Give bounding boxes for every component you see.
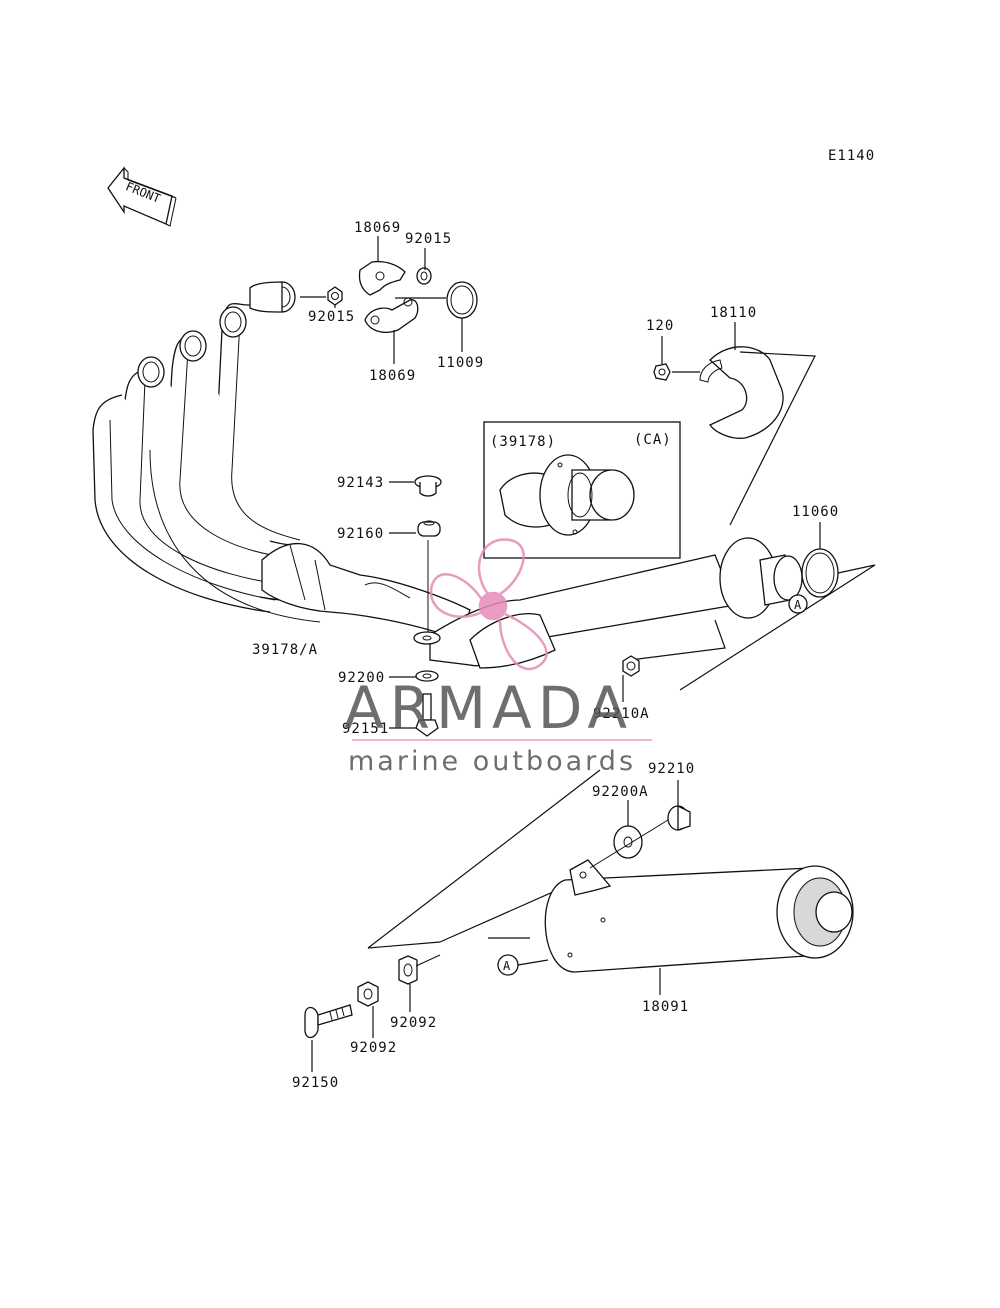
ref-mark-upper: A [794, 598, 802, 612]
label-92200: 92200 [338, 670, 385, 686]
ref-mark-lower: A [503, 959, 511, 973]
ca-variant-inset: (39178) (CA) [483, 421, 681, 559]
lower-mount-hardware [304, 954, 441, 1072]
label-11009: 11009 [437, 355, 484, 371]
label-11060: 11060 [792, 504, 839, 520]
label-92015-left: 92015 [308, 309, 355, 325]
label-18069-bottom: 18069 [369, 368, 416, 384]
label-39178A: 39178/A [252, 642, 318, 658]
nut-92210A [622, 655, 640, 702]
label-92160: 92160 [337, 526, 384, 542]
heat-shield-parts [653, 346, 816, 526]
flange-parts [300, 260, 478, 333]
diagram-code: E1140 [828, 148, 875, 164]
label-92210A: 92210A [593, 706, 650, 722]
label-92015-top: 92015 [405, 231, 452, 247]
label-18091: 18091 [642, 999, 689, 1015]
label-18110: 18110 [710, 305, 757, 321]
label-92092-left: 92092 [350, 1040, 397, 1056]
inset-variant-tag: (CA) [634, 432, 672, 448]
label-92210: 92210 [648, 761, 695, 777]
label-92143: 92143 [337, 475, 384, 491]
watermark-brand: ARMADA [344, 674, 633, 742]
propeller-logo [429, 538, 548, 671]
label-92150: 92150 [292, 1075, 339, 1091]
label-92092-right: 92092 [390, 1015, 437, 1031]
watermark-tagline: marine outboards [348, 746, 636, 777]
label-18069-top: 18069 [354, 220, 401, 236]
front-direction-arrow: FRONT [107, 166, 177, 227]
exhaust-header-pipes [92, 281, 736, 669]
armada-watermark: ARMADA marine outboards [344, 538, 652, 777]
label-92151: 92151 [342, 721, 389, 737]
hanger-stack [389, 475, 442, 737]
label-120: 120 [646, 318, 674, 334]
inset-part-label: (39178) [490, 434, 556, 450]
part-labels: 18069 92015 92015 11009 18069 120 18110 … [252, 220, 839, 1091]
label-92200A: 92200A [592, 784, 649, 800]
silencer-muffler: A [367, 769, 854, 995]
silencer-joint: A [629, 537, 876, 691]
